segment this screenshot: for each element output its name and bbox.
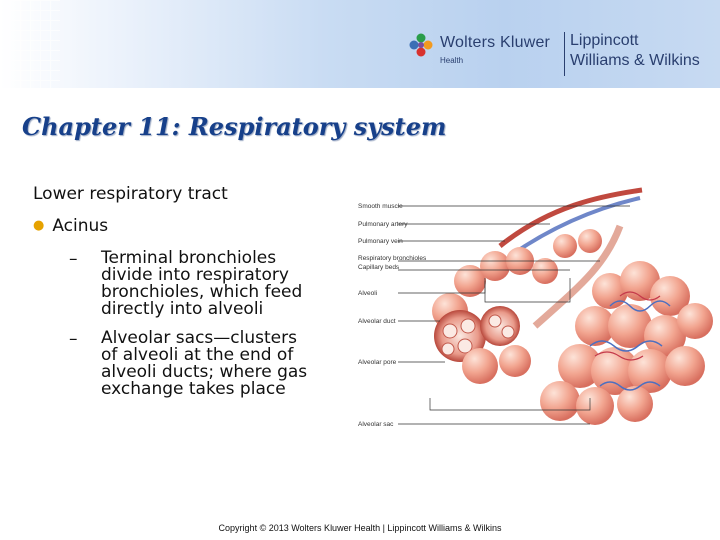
logo-divider: [564, 32, 565, 76]
subbullet-1: Terminal bronchioles divide into respira…: [101, 250, 351, 318]
subbullet-2-line: Alveolar sacs—clusters: [101, 328, 297, 348]
subbullet-dash-1: –: [69, 249, 78, 269]
label-smooth-muscle: Smooth muscle: [358, 203, 403, 210]
subbullet-2: Alveolar sacs—clusters of alveoli at the…: [101, 330, 351, 398]
slide-title: Chapter 11: Respiratory system: [22, 112, 447, 141]
publisher-line-1: Lippincott: [570, 32, 639, 49]
copyright-footer: Copyright © 2013 Wolters Kluwer Health |…: [218, 523, 502, 533]
brand-name: Wolters Kluwer: [440, 34, 551, 51]
subbullet-1-line: Terminal bronchioles: [101, 248, 277, 268]
bullet-acinus: ● Acinus: [33, 216, 108, 236]
label-alveolar-duct: Alveolar duct: [358, 318, 396, 325]
label-pulmonary-artery: Pulmonary artery: [358, 221, 408, 228]
publisher-line-2: Williams & Wilkins: [570, 52, 700, 69]
subbullet-1-line: bronchioles, which feed: [101, 282, 303, 302]
wolters-kluwer-logo-icon: [409, 33, 433, 57]
bullet-dot-icon: ●: [33, 218, 45, 233]
subbullet-1-line: divide into respiratory: [101, 265, 289, 285]
label-capillary-beds: Capillary beds: [358, 264, 400, 271]
subbullet-1-line: directly into alveoli: [101, 299, 264, 319]
subbullet-2-line: alveoli ducts; where gas: [101, 362, 308, 382]
subbullet-2-line: exchange takes place: [101, 379, 286, 399]
header-grid-pattern: [0, 0, 60, 88]
label-respiratory-bronchioles: Respiratory bronchioles: [358, 255, 427, 262]
label-pulmonary-vein: Pulmonary vein: [358, 238, 403, 245]
label-alveolar-pore: Alveolar pore: [358, 359, 397, 366]
acinus-illustration: Smooth muscle Pulmonary artery Pulmonary…: [358, 187, 713, 428]
alveoli-cluster: [432, 229, 713, 425]
lead-text: Lower respiratory tract: [33, 184, 228, 204]
subbullet-dash-2: –: [69, 329, 78, 349]
bullet-text: Acinus: [52, 216, 109, 236]
brand-sub: Health: [440, 56, 464, 65]
header-banner: Wolters Kluwer Health Lippincott William…: [0, 0, 720, 88]
illustration-labels: Smooth muscle Pulmonary artery Pulmonary…: [358, 203, 427, 428]
label-alveoli: Alveoli: [358, 290, 377, 297]
subbullet-2-line: of alveoli at the end of: [101, 345, 294, 365]
label-alveolar-sac: Alveolar sac: [358, 421, 394, 428]
publisher-logo: Wolters Kluwer Health Lippincott William…: [404, 28, 720, 80]
label-leader-lines: [398, 205, 630, 425]
